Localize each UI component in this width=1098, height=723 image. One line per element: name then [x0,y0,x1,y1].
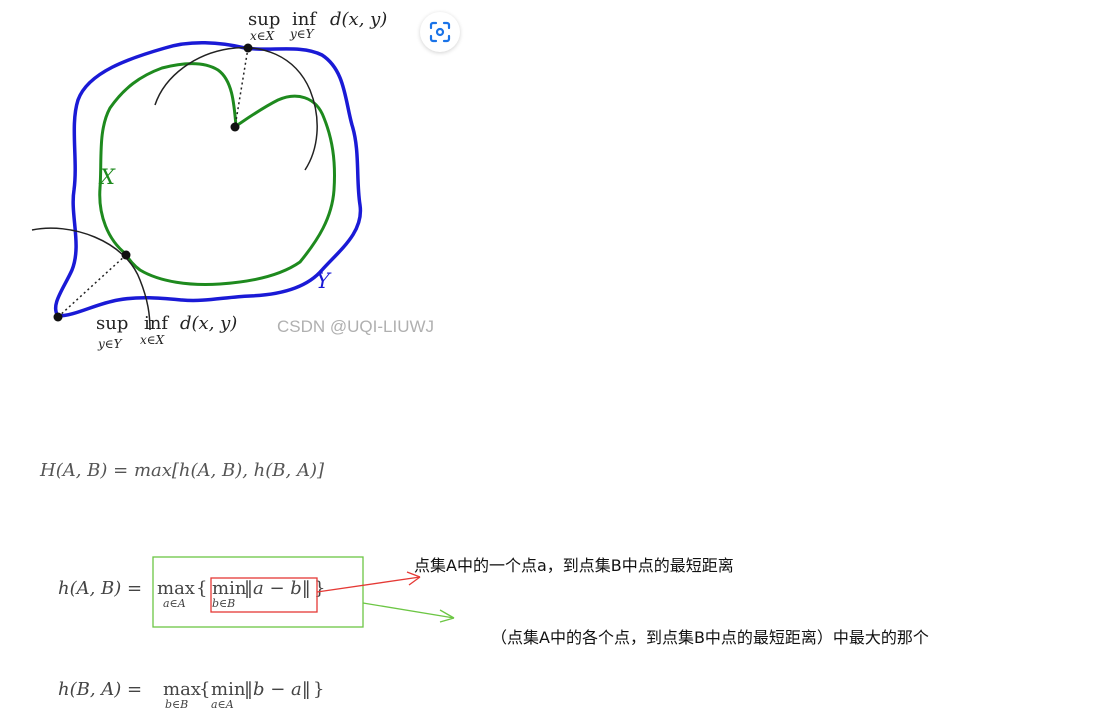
svg-text:y∈Y: y∈Y [289,27,315,41]
svg-text:{: { [196,578,207,599]
inner-min-box [210,577,318,613]
svg-text:inf: inf [292,9,317,30]
svg-text:h(B, A) =: h(B, A) = [58,679,142,700]
green-arrow-line [362,602,455,619]
svg-text:a∈A: a∈A [163,597,186,610]
svg-text:max: max [157,578,195,599]
set-x-curve [98,62,336,286]
svg-text:‖a − b‖: ‖a − b‖ [244,578,311,599]
red-note: 点集A中的一个点a，到点集B中点的最短距离 [414,556,734,575]
svg-text:x∈X: x∈X [250,29,275,43]
point-top-y [243,43,253,53]
svg-text:b∈B: b∈B [212,597,235,610]
svg-text:x∈X: x∈X [140,333,165,347]
svg-text:d(x, y): d(x, y) [180,313,237,334]
red-arrowhead [406,571,421,586]
point-bottom-y [53,312,63,322]
top-distance-line [234,47,249,128]
point-top-x [230,122,240,132]
bottom-arc [31,227,151,331]
bottom-distance-line [57,254,127,318]
svg-text:}: } [314,578,325,599]
svg-text:‖b − a‖: ‖b − a‖ [244,679,311,700]
top-sup-inf-label: sup inf d(x, y) x∈X y∈Y [248,9,387,43]
formula-h-ba: h(B, A) = max b∈B { min a∈A ‖b − a‖ } [58,679,324,711]
formula-h-ab: h(A, B) = max a∈A { min b∈B ‖a − b‖ } [58,578,325,610]
scan-icon [429,21,451,43]
svg-text:inf: inf [144,313,169,334]
scan-button[interactable] [420,12,460,52]
green-arrowhead [439,609,455,623]
svg-text:min: min [212,578,247,599]
green-note: （点集A中的各个点，到点集B中点的最短距离）中最大的那个 [491,628,929,647]
svg-text:{: { [199,679,210,700]
outer-max-box [152,556,364,628]
set-y-curve [53,41,363,318]
formula-H: H(A, B) = max[h(A, B), h(B, A)] [39,460,325,481]
svg-text:max: max [163,679,201,700]
bottom-sup-inf-label: sup inf d(x, y) y∈Y x∈X [96,313,237,351]
set-y-label: Y [316,269,332,293]
svg-text:d(x, y): d(x, y) [330,9,387,30]
point-bottom-x [121,250,131,260]
top-arc [154,46,318,171]
svg-text:a∈A: a∈A [211,698,234,711]
svg-text:}: } [313,679,324,700]
watermark: CSDN @UQI-LIUWJ [277,317,434,336]
svg-text:sup: sup [96,313,128,334]
svg-text:h(A, B) =: h(A, B) = [58,578,142,599]
svg-text:min: min [211,679,246,700]
svg-text:b∈B: b∈B [165,698,188,711]
set-x-label: X [98,165,116,189]
red-arrow-line [316,576,421,593]
svg-text:y∈Y: y∈Y [97,337,123,351]
svg-text:sup: sup [248,9,280,30]
